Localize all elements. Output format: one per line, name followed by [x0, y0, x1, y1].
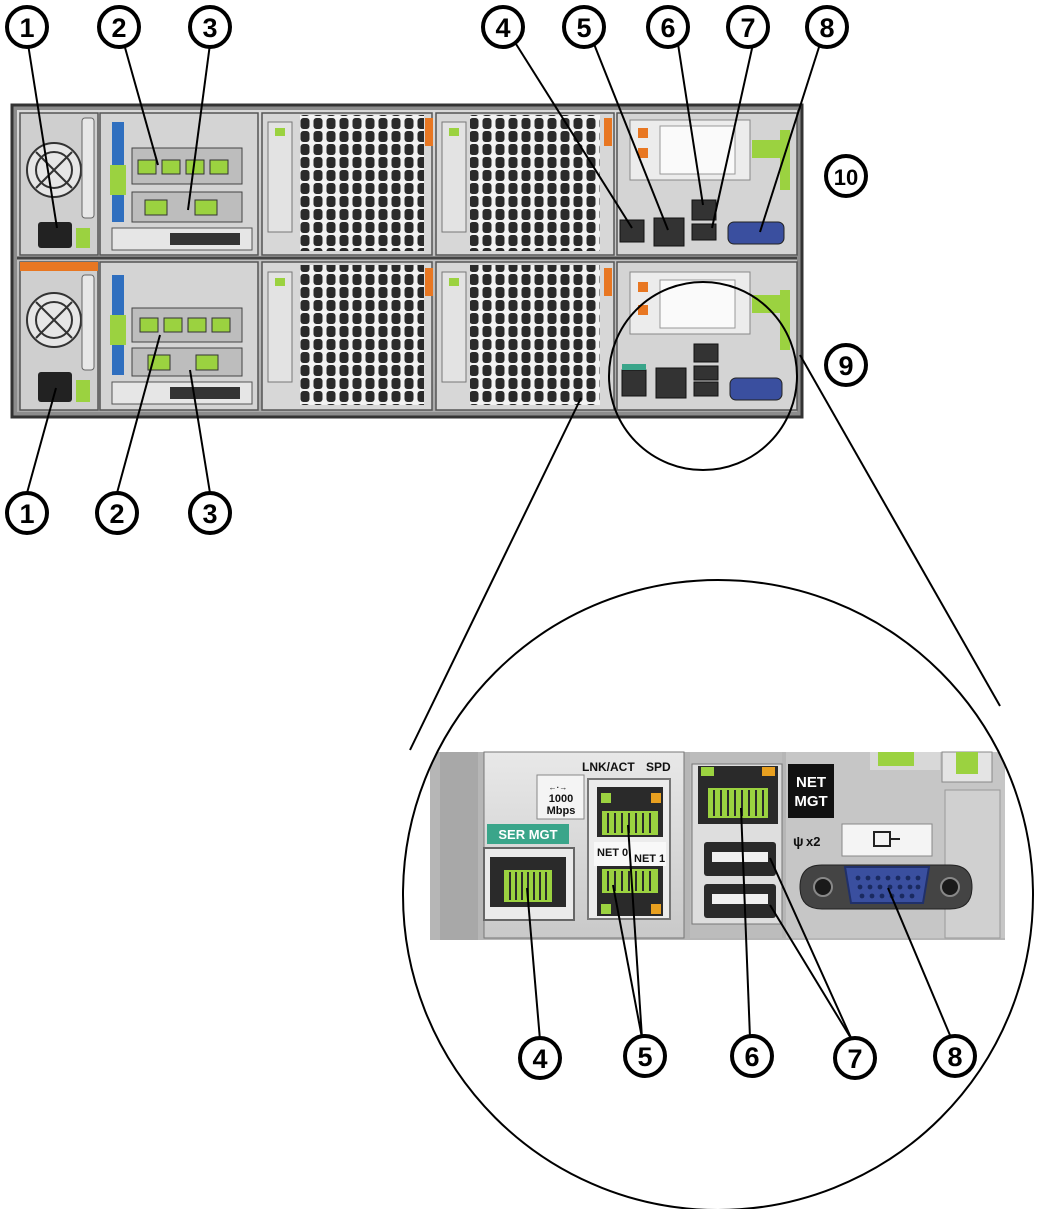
callout-8-top: 8: [805, 5, 849, 49]
fan-bay-top-left: [261, 112, 433, 256]
usb-ports[interactable]: [704, 842, 776, 918]
callout-2-bottom: 2: [95, 491, 139, 535]
callout-4-top: 4: [481, 5, 525, 49]
usb-count-label: x2: [806, 834, 820, 849]
vga-port[interactable]: [799, 823, 973, 910]
arrow-icon: ←·→: [549, 783, 568, 792]
svg-text:2: 2: [109, 499, 124, 529]
svg-text:5: 5: [637, 1042, 652, 1072]
vga-port-icon: [873, 831, 900, 847]
svg-text:7: 7: [740, 13, 755, 43]
svg-text:9: 9: [838, 351, 853, 381]
callout-3-bottom: 3: [188, 491, 232, 535]
ser-mgt-label: SER MGT: [498, 827, 557, 842]
zoom-detail: SER MGT ←·→ 1000 Mbps LNK/ACT SPD: [402, 579, 1034, 1209]
svg-text:1: 1: [19, 13, 34, 43]
svg-text:6: 6: [744, 1042, 759, 1072]
pcie-slot-area-bottom: [99, 261, 259, 411]
svg-text:7: 7: [847, 1044, 862, 1074]
callout-5-zoom: 5: [623, 1034, 667, 1078]
callout-1-bottom: 1: [5, 491, 49, 535]
usb-icon: ψ x2: [793, 833, 820, 849]
svg-text:6: 6: [660, 13, 675, 43]
spd-label: SPD: [646, 760, 671, 774]
fan-bay-bottom-right: [425, 261, 615, 411]
svg-text:ψ: ψ: [793, 833, 804, 849]
svg-text:8: 8: [947, 1042, 962, 1072]
callout-2-top: 2: [97, 5, 141, 49]
leader-lines: [26, 43, 953, 1041]
callout-6-top: 6: [646, 5, 690, 49]
net-mgt-label-1: NET: [796, 774, 826, 791]
svg-text:5: 5: [576, 13, 591, 43]
callout-7-top: 7: [726, 5, 770, 49]
svg-text:3: 3: [202, 499, 217, 529]
callout-9: 9: [824, 343, 868, 387]
magnifier-lines: [409, 281, 1001, 751]
fan-bay-top-right: [425, 112, 615, 256]
callout-10: 10: [824, 154, 868, 198]
callout-6-zoom: 6: [730, 1034, 774, 1078]
svg-text:1: 1: [19, 499, 34, 529]
fan-bay-bottom-left: [261, 261, 433, 411]
speed-line-1: 1000: [549, 793, 573, 805]
server-module-bottom-io: [616, 261, 798, 411]
callout-3-top: 3: [188, 5, 232, 49]
pcie-slot-area-top: [99, 112, 259, 256]
power-supply-bottom: [19, 261, 99, 411]
svg-text:4: 4: [532, 1044, 547, 1074]
svg-text:8: 8: [819, 13, 834, 43]
net0-net1-ports[interactable]: NET 0 NET 1: [587, 778, 671, 920]
callout-7-zoom: 7: [833, 1036, 877, 1080]
power-supply-top: [19, 112, 99, 256]
speed-label: ←·→ 1000 Mbps: [536, 774, 585, 820]
ser-mgt-port[interactable]: SER MGT: [483, 824, 575, 921]
net-mgt-port[interactable]: NET MGT: [698, 764, 834, 824]
net-mgt-label-2: MGT: [794, 793, 827, 810]
callout-8-zoom: 8: [933, 1034, 977, 1078]
callouts: 1 2 3 4 5 6 7 8 10 9 1 2 3 4 5 6 7 8: [5, 5, 977, 1080]
svg-text:4: 4: [495, 13, 510, 43]
callout-4-zoom: 4: [518, 1036, 562, 1080]
svg-text:3: 3: [202, 13, 217, 43]
net0-label: NET 0: [597, 847, 628, 859]
speed-line-2: Mbps: [547, 805, 576, 817]
callout-5-top: 5: [562, 5, 606, 49]
net1-label: NET 1: [634, 853, 665, 865]
callout-1-top: 1: [5, 5, 49, 49]
lnk-act-label: LNK/ACT: [582, 760, 635, 774]
svg-text:2: 2: [111, 13, 126, 43]
svg-text:10: 10: [834, 165, 858, 190]
server-module-top-io: [616, 112, 798, 256]
